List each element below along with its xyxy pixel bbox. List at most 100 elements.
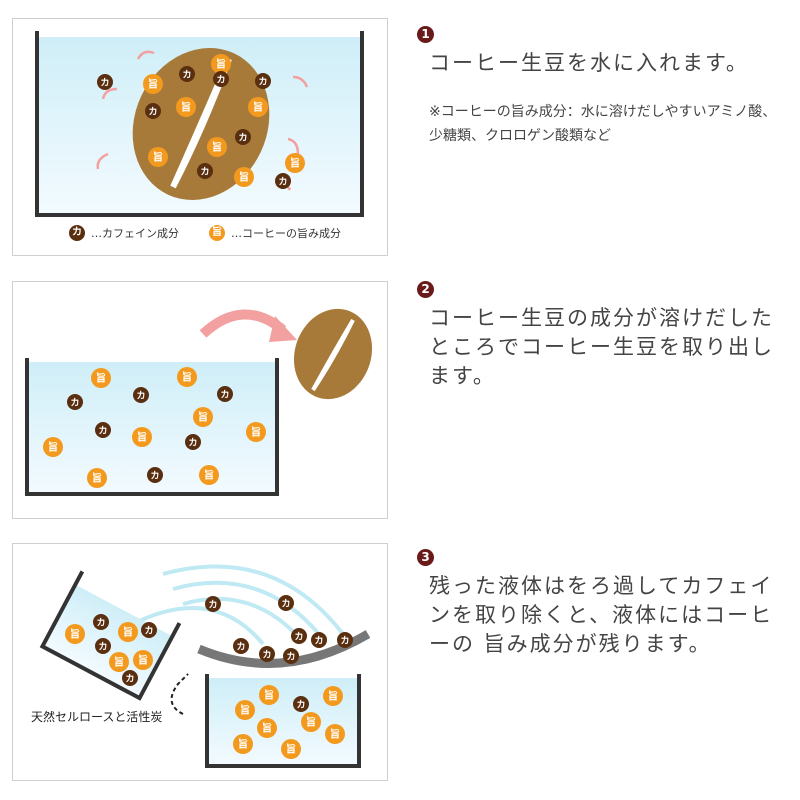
caffeine-particle: カ (95, 422, 111, 438)
caffeine-icon: カ (69, 225, 85, 241)
caffeine-particle: カ (275, 173, 291, 189)
umami-particle: 旨 (301, 712, 321, 732)
svg-text:カ: カ (286, 652, 295, 663)
caffeine-particle: カ (217, 386, 233, 402)
caffeine-particle: カ (255, 73, 271, 89)
svg-text:旨: 旨 (240, 704, 250, 717)
panel-step-1: カ旨カ旨カカ旨旨カ旨カ旨旨カ旨カ カ …カフェイン成分 旨 …コーヒーの旨み成分 (12, 18, 388, 256)
caffeine-particle: カ (145, 103, 161, 119)
svg-text:旨: 旨 (286, 743, 296, 756)
diagram-step-2: 旨カカ旨カ旨カ旨カ旨旨旨カ旨 (25, 308, 373, 496)
umami-particle: 旨 (148, 147, 168, 167)
svg-text:旨: 旨 (153, 151, 163, 164)
caffeine-particle: カ (185, 434, 201, 450)
svg-text:カ: カ (98, 426, 107, 437)
bean-crease (170, 57, 232, 189)
svg-text:旨: 旨 (330, 728, 340, 741)
umami-particle: 旨 (65, 624, 85, 644)
particles: 旨カカ旨カ旨カ旨カ旨旨旨カ旨 (43, 367, 266, 488)
svg-text:旨: 旨 (181, 101, 191, 114)
step-note: ※コーヒーの旨み成分：水に溶けだしやすいアミノ酸、少糖類、クロロゲン酸類など (429, 104, 777, 144)
panel-step-3: カカカカカカカカカ旨旨カカ旨旨カ旨旨カ旨旨旨旨旨旨 天然セルロースと活性炭 (12, 543, 388, 781)
caffeine-particle: カ (141, 622, 157, 638)
umami-particle: 旨 (234, 167, 254, 187)
svg-text:カ: カ (182, 70, 191, 81)
caffeine-particle: カ (95, 638, 111, 654)
svg-text:カ: カ (150, 471, 159, 482)
svg-text:カ: カ (262, 650, 271, 661)
svg-text:カ: カ (96, 618, 105, 629)
particles: カ旨カ旨カカ旨旨カ旨カ旨旨カ旨カ (97, 54, 305, 189)
caffeine-particle: カ (179, 66, 195, 82)
svg-text:カ: カ (314, 636, 323, 647)
diagram-step-3: カカカカカカカカカ旨旨カカ旨旨カ旨旨カ旨旨旨旨旨旨 (39, 564, 371, 768)
tank (205, 674, 361, 768)
umami-particle: 旨 (133, 650, 153, 670)
caffeine-particle: カ (291, 628, 307, 644)
caffeine-particle: カ (133, 387, 149, 403)
panel-step-2: 旨カカ旨カ旨カ旨カ旨旨旨カ旨 (12, 281, 388, 519)
svg-text:旨: 旨 (251, 426, 261, 439)
diagram-step-1: カ旨カ旨カカ旨旨カ旨カ旨旨カ旨カ (35, 31, 364, 217)
umami-particle: 旨 (177, 367, 197, 387)
umami-particle: 旨 (43, 437, 63, 457)
caffeine-particle: カ (311, 632, 327, 648)
caffeine-particle: カ (205, 596, 221, 612)
umami-particle: 旨 (143, 74, 163, 94)
svg-text:旨: 旨 (96, 372, 106, 385)
svg-text:カ: カ (296, 700, 305, 711)
svg-text:カ: カ (216, 75, 225, 86)
umami-particle: 旨 (118, 622, 138, 642)
lift-arrow-head (269, 316, 297, 342)
svg-text:カ: カ (294, 632, 303, 643)
caffeine-particle: カ (337, 632, 353, 648)
svg-text:旨: 旨 (198, 411, 208, 424)
svg-text:カ: カ (144, 626, 153, 637)
svg-text:カ: カ (236, 642, 245, 653)
svg-text:旨: 旨 (148, 78, 158, 91)
pour-arcs (132, 564, 345, 646)
legend-caffeine-label: …カフェイン成分 (91, 227, 179, 240)
step-number-badge: 3 (417, 549, 434, 566)
svg-text:カ: カ (238, 133, 247, 144)
svg-text:カ: カ (200, 167, 209, 178)
step-text: コーヒー生豆の成分が溶けだしたところでコーヒー生豆を取り出します。 (429, 306, 774, 388)
step-text: コーヒー生豆を水に入れます。 (429, 51, 749, 75)
step-2: 2 コーヒー生豆の成分が溶けだしたところでコーヒー生豆を取り出します。 (417, 281, 787, 391)
svg-text:カ: カ (188, 438, 197, 449)
svg-text:旨: 旨 (328, 690, 338, 703)
svg-text:旨: 旨 (290, 157, 300, 170)
umami-particle: 旨 (211, 54, 231, 74)
svg-text:旨: 旨 (306, 716, 316, 729)
umami-particle: 旨 (281, 739, 301, 759)
umami-particle: 旨 (91, 368, 111, 388)
lift-arrow (199, 309, 287, 338)
svg-text:旨: 旨 (92, 472, 102, 485)
umami-particle: 旨 (109, 652, 129, 672)
legend-caffeine: カ …カフェイン成分 (69, 225, 179, 241)
umami-particle: 旨 (235, 700, 255, 720)
legend-umami: 旨 …コーヒーの旨み成分 (209, 225, 341, 241)
svg-text:カ: カ (70, 398, 79, 409)
step-number-badge: 1 (417, 26, 434, 43)
caffeine-particle: カ (122, 670, 138, 686)
filter-pointer (170, 673, 189, 715)
svg-text:旨: 旨 (204, 469, 214, 482)
particles: カカカカカカカカカ旨旨カカ旨旨カ旨旨カ旨旨旨旨旨旨 (65, 595, 353, 759)
svg-text:旨: 旨 (262, 722, 272, 735)
caffeine-particle: カ (293, 696, 309, 712)
svg-text:カ: カ (281, 599, 290, 610)
caffeine-particle: カ (93, 614, 109, 630)
umami-particle: 旨 (233, 734, 253, 754)
caffeine-particle: カ (233, 638, 249, 654)
caffeine-particle: カ (197, 163, 213, 179)
umami-particle: 旨 (132, 427, 152, 447)
caffeine-particle: カ (97, 74, 113, 90)
umami-particle: 旨 (325, 724, 345, 744)
svg-text:旨: 旨 (48, 441, 58, 454)
caffeine-particle: カ (283, 648, 299, 664)
svg-text:カ: カ (208, 600, 217, 611)
svg-text:カ: カ (125, 674, 134, 685)
umami-icon: 旨 (209, 225, 225, 241)
umami-particle: 旨 (199, 465, 219, 485)
